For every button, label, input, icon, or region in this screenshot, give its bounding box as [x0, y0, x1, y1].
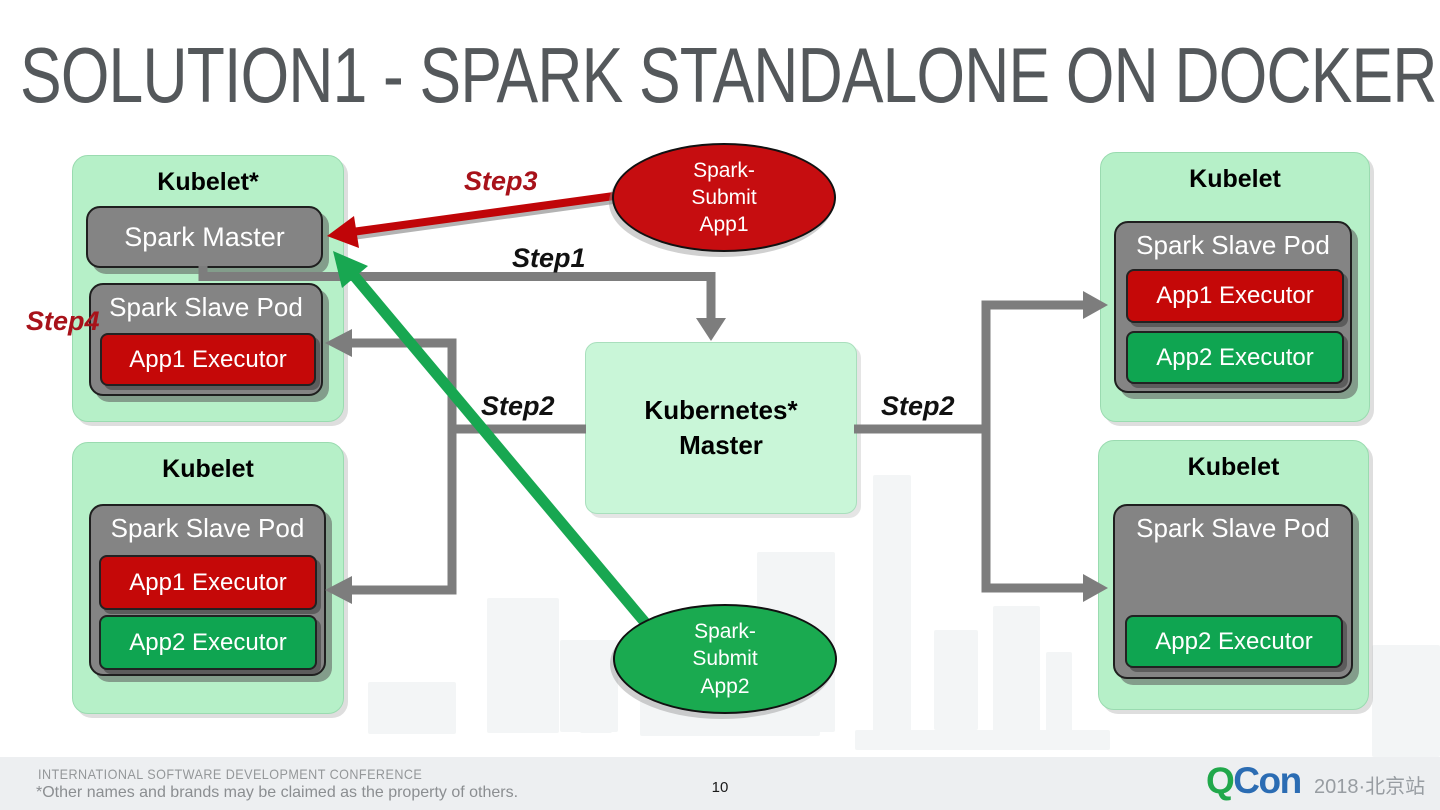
kubelet-top-left-box: Kubelet* Spark Master Spark Slave Pod Ap… [72, 155, 344, 422]
app2-executor-label: App2 Executor [1155, 627, 1313, 655]
skyline-watermark [1372, 645, 1440, 757]
qcon-logo-q: Q [1206, 760, 1235, 801]
app1-executor-label: App1 Executor [1156, 282, 1314, 309]
spark-slave-pod-bottom-right: Spark Slave Pod App2 Executor [1113, 504, 1353, 679]
app1-executor-box: App1 Executor [1126, 269, 1344, 323]
app1-executor-box: App1 Executor [99, 555, 317, 610]
qcon-edition-label: 2018·北京站 [1314, 776, 1426, 798]
kubelet-bottom-left-title: Kubelet [162, 455, 254, 483]
pod-label: Spark Slave Pod [1136, 230, 1330, 260]
skyline-watermark [993, 606, 1040, 736]
spark-slave-pod-top-left: Spark Slave Pod App1 Executor [89, 283, 323, 396]
spark-submit-app1-ellipse: Spark- Submit App1 [612, 143, 836, 252]
step3-arrow [351, 192, 615, 236]
red-arrow-shadow [355, 196, 618, 240]
trademark-disclaimer: *Other names and brands may be claimed a… [36, 784, 519, 801]
kubelet-bottom-left-box: Kubelet Spark Slave Pod App1 Executor Ap… [72, 442, 344, 714]
spark-slave-pod-top-right: Spark Slave Pod App1 Executor App2 Execu… [1114, 221, 1352, 393]
kubelet-top-right-title: Kubelet [1189, 165, 1281, 193]
skyline-watermark [487, 598, 559, 733]
footer-bar: INTERNATIONAL SOFTWARE DEVELOPMENT CONFE… [0, 757, 1440, 810]
page-number: 10 [711, 779, 729, 796]
app2-executor-box: App2 Executor [1126, 331, 1344, 384]
step4-label: Step4 [26, 306, 100, 336]
app2-executor-label: App2 Executor [1156, 343, 1314, 371]
conference-name: INTERNATIONAL SOFTWARE DEVELOPMENT CONFE… [38, 766, 423, 782]
app1-executor-label: App1 Executor [129, 568, 287, 596]
skyline-watermark [934, 630, 978, 730]
step1-label: Step1 [512, 243, 586, 273]
step2-right-label: Step2 [881, 391, 955, 421]
step2-left-label: Step2 [481, 391, 555, 421]
skyline-watermark [368, 682, 456, 734]
pod-label: Spark Slave Pod [1136, 513, 1330, 543]
pod-label: Spark Slave Pod [110, 513, 305, 543]
page-title: SOLUTION1 - SPARK STANDALONE ON DOCKER [20, 31, 1437, 119]
spark-submit-app2-ellipse: Spark- Submit App2 [613, 604, 837, 714]
app2-executor-label: App2 Executor [129, 628, 287, 656]
app1-executor-label: App1 Executor [129, 345, 287, 373]
app2-executor-box: App2 Executor [1125, 615, 1343, 668]
kubelet-top-right-box: Kubelet Spark Slave Pod App1 Executor Ap… [1100, 152, 1370, 422]
skyline-watermark [580, 668, 612, 733]
kubernetes-master-box: Kubernetes* Master [585, 342, 857, 514]
kubelet-bottom-right-title: Kubelet [1187, 453, 1280, 481]
pod-label: Spark Slave Pod [109, 292, 303, 322]
spark-master-label: Spark Master [124, 221, 285, 252]
skyline-watermark [855, 730, 1110, 750]
step1-arrowhead [696, 318, 726, 341]
app1-executor-box: App1 Executor [100, 333, 316, 386]
spark-master-box: Spark Master [86, 206, 323, 268]
kubelet-bottom-right-box: Kubelet Spark Slave Pod App2 Executor [1098, 440, 1369, 710]
skyline-watermark [1046, 652, 1072, 732]
kubelet-top-left-title: Kubelet* [157, 168, 259, 196]
skyline-watermark [873, 475, 911, 737]
app2-executor-box: App2 Executor [99, 615, 317, 670]
step3-label: Step3 [464, 166, 538, 196]
qcon-logo: QCon [1206, 760, 1302, 802]
spark-slave-pod-bottom-left: Spark Slave Pod App1 Executor App2 Execu… [89, 504, 326, 676]
qcon-logo-con: Con [1233, 760, 1302, 801]
